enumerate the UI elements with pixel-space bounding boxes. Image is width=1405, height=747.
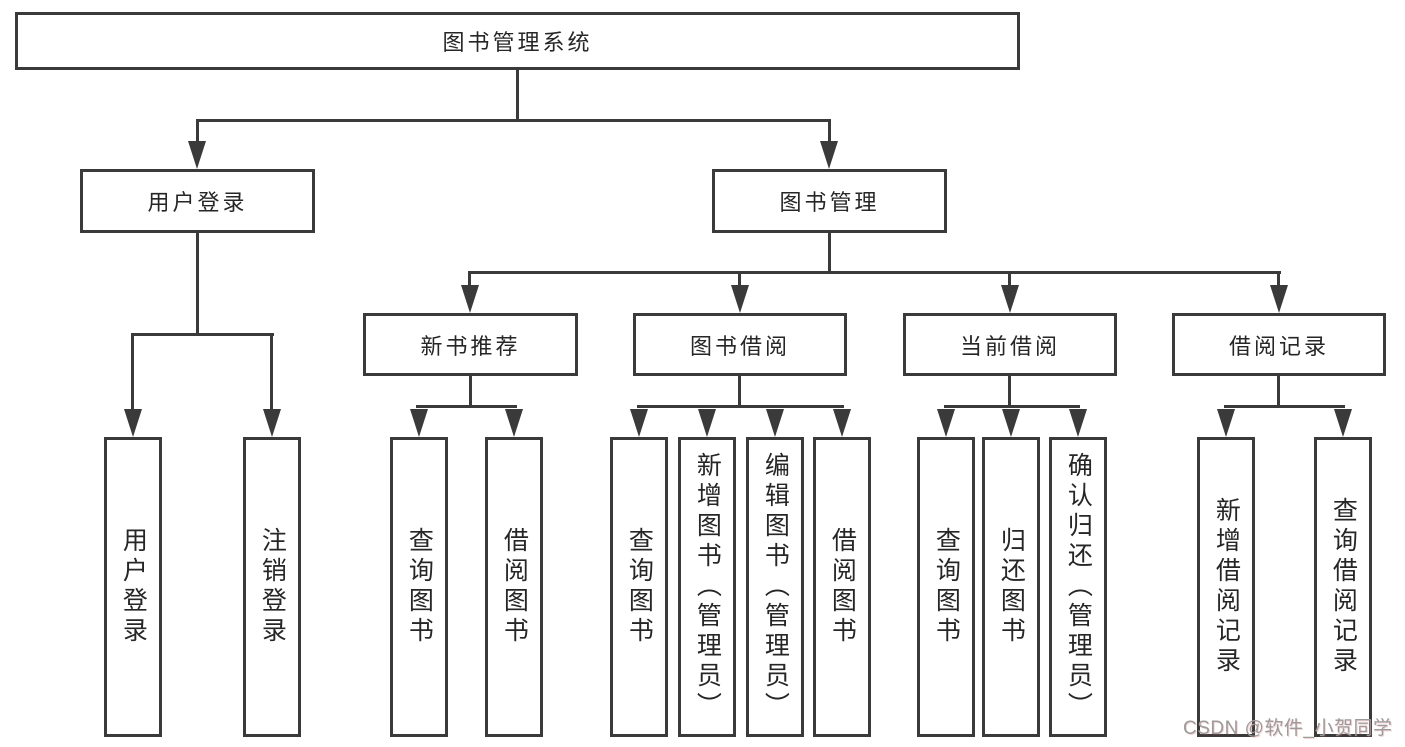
connector-line <box>416 405 517 408</box>
csdn-watermark: CSDN @软件_小贺同学 <box>1183 718 1393 739</box>
arrowhead-down-icon <box>188 141 206 169</box>
leaf-user-login: 用户登录 <box>104 437 162 737</box>
node-book-management: 图书管理 <box>712 169 947 233</box>
arrowhead-down-icon <box>1069 409 1087 437</box>
connector-line <box>637 405 844 408</box>
node-label: 新书推荐 <box>420 333 521 359</box>
arrowhead-down-icon <box>698 409 716 437</box>
connector-line <box>1277 376 1280 408</box>
connector-line <box>196 119 831 122</box>
arrowhead-down-icon <box>1270 285 1288 313</box>
node-label: 借阅记录 <box>1228 333 1329 359</box>
connector-line <box>738 271 741 287</box>
node-borrow-records: 借阅记录 <box>1172 313 1386 376</box>
leaf-borrow-books: 借阅图书 <box>813 437 871 737</box>
leaf-query-books-current: 查询图书 <box>917 437 975 737</box>
connector-line <box>1008 271 1011 287</box>
connector-line <box>131 333 274 336</box>
leaf-edit-books-admin: 编辑图书（管理员） <box>746 437 804 737</box>
arrowhead-down-icon <box>820 141 838 169</box>
leaf-logout: 注销登录 <box>243 437 301 737</box>
node-label: 当前借阅 <box>959 333 1060 359</box>
connector-line <box>131 333 134 411</box>
arrowhead-down-icon <box>505 409 523 437</box>
leaf-label: 编辑图书（管理员） <box>761 452 790 722</box>
leaf-label: 确认归还（管理员） <box>1064 452 1093 722</box>
connector-line <box>1277 271 1280 287</box>
arrowhead-down-icon <box>263 409 281 437</box>
arrowhead-down-icon <box>937 409 955 437</box>
connector-line <box>469 376 472 408</box>
leaf-confirm-return-admin: 确认归还（管理员） <box>1049 437 1107 737</box>
leaf-label: 查询图书 <box>405 527 434 647</box>
arrowhead-down-icon <box>1002 409 1020 437</box>
connector-line <box>828 119 831 143</box>
leaf-query-books-borrow: 查询图书 <box>610 437 668 737</box>
connector-line <box>944 405 1080 408</box>
leaf-return-books: 归还图书 <box>982 437 1040 737</box>
connector-line <box>468 271 1281 274</box>
connector-line <box>1224 405 1345 408</box>
node-root-label: 图书管理系统 <box>442 30 593 55</box>
connector-line <box>196 119 199 143</box>
node-new-book-recommend: 新书推荐 <box>363 313 578 376</box>
arrowhead-down-icon <box>833 409 851 437</box>
connector-line <box>196 233 199 336</box>
arrowhead-down-icon <box>1001 285 1019 313</box>
node-label: 图书借阅 <box>689 333 790 359</box>
node-current-borrowing: 当前借阅 <box>903 313 1117 376</box>
leaf-query-books-recommend: 查询图书 <box>390 437 448 737</box>
leaf-label: 用户登录 <box>119 527 148 647</box>
arrowhead-down-icon <box>461 285 479 313</box>
arrowhead-down-icon <box>410 409 428 437</box>
leaf-label: 查询图书 <box>625 527 654 647</box>
connector-line <box>1008 376 1011 408</box>
leaf-add-books-admin: 新增图书（管理员） <box>678 437 736 737</box>
connector-line <box>270 333 273 411</box>
leaf-label: 注销登录 <box>258 527 287 647</box>
arrowhead-down-icon <box>731 285 749 313</box>
leaf-label: 归还图书 <box>997 527 1026 647</box>
node-user-login-group: 用户登录 <box>80 169 315 233</box>
arrowhead-down-icon <box>766 409 784 437</box>
arrowhead-down-icon <box>124 409 142 437</box>
node-root: 图书管理系统 <box>15 12 1020 70</box>
node-label: 图书管理 <box>779 190 880 215</box>
leaf-label: 新增图书（管理员） <box>693 452 722 722</box>
leaf-add-borrow-record: 新增借阅记录 <box>1197 437 1255 737</box>
leaf-label: 借阅图书 <box>828 527 857 647</box>
connector-line <box>828 233 831 274</box>
leaf-query-borrow-record: 查询借阅记录 <box>1314 437 1372 737</box>
arrowhead-down-icon <box>630 409 648 437</box>
connector-line <box>468 271 471 287</box>
arrowhead-down-icon <box>1217 409 1235 437</box>
connector-line <box>516 70 519 121</box>
node-book-borrowing: 图书借阅 <box>633 313 847 376</box>
leaf-label: 借阅图书 <box>500 527 529 647</box>
connector-line <box>738 376 741 408</box>
leaf-label: 查询借阅记录 <box>1329 497 1358 677</box>
arrowhead-down-icon <box>1334 409 1352 437</box>
leaf-label: 查询图书 <box>932 527 961 647</box>
node-label: 用户登录 <box>147 190 248 215</box>
leaf-borrow-books-recommend: 借阅图书 <box>485 437 543 737</box>
leaf-label: 新增借阅记录 <box>1212 497 1241 677</box>
